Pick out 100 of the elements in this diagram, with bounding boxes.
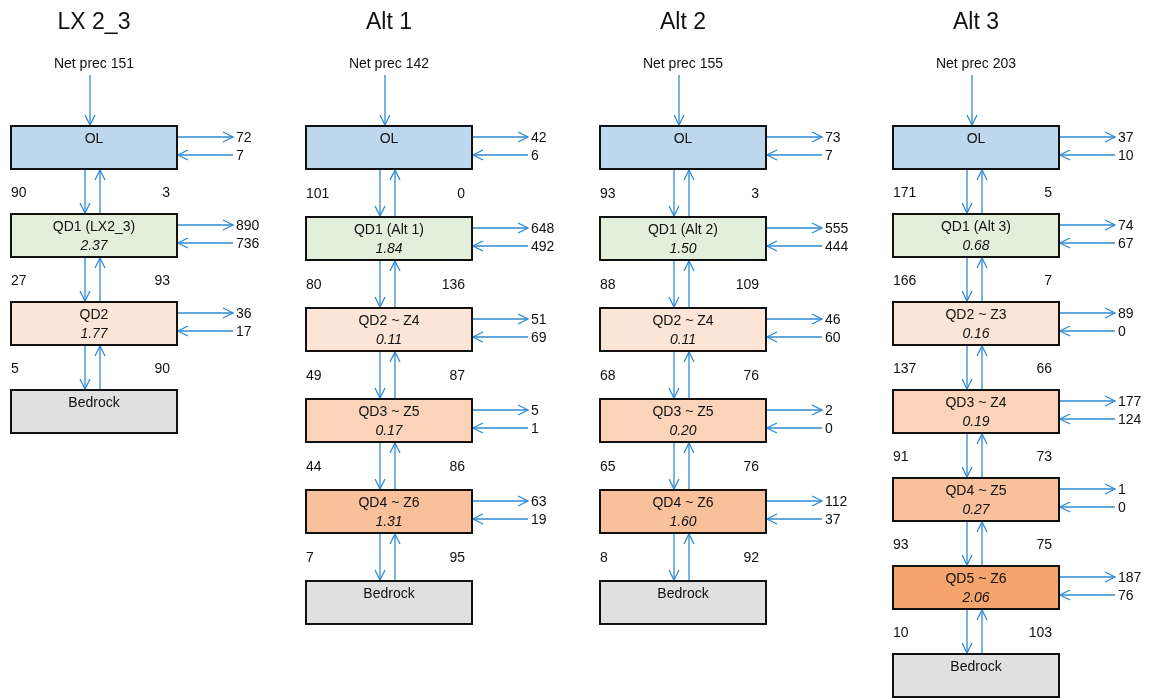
arrow (389, 169, 401, 217)
flux-value: 648 (531, 220, 555, 236)
arrow (472, 331, 529, 343)
flux-value: 112 (825, 493, 848, 509)
edge-label: 7 (306, 549, 314, 565)
arrow (472, 313, 529, 325)
arrow (668, 442, 680, 490)
layer-box: QD2 ~ Z3 0.16 (892, 301, 1060, 346)
edge-label: 49 (306, 367, 322, 383)
edge-label: 76 (743, 458, 759, 474)
column-title: Alt 2 (660, 8, 706, 35)
arrow (79, 257, 91, 302)
arrow (673, 74, 685, 126)
layer-box: QD2 ~ Z4 0.11 (305, 307, 473, 352)
layer-box: QD2 ~ Z4 0.11 (599, 307, 767, 352)
flux-value: 7 (236, 147, 244, 163)
arrow (177, 325, 234, 337)
edge-label: 86 (449, 458, 465, 474)
flux-value: 555 (825, 220, 849, 236)
flux-value: 67 (1118, 235, 1134, 251)
flux-value: 187 (1118, 569, 1142, 585)
arrow (1059, 571, 1116, 583)
layer-box: QD1 (Alt 3) 0.68 (892, 213, 1060, 258)
edge-label: 65 (600, 458, 616, 474)
arrow (766, 222, 823, 234)
arrow (961, 169, 973, 214)
arrow (79, 169, 91, 214)
arrow (177, 131, 234, 143)
flux-value: 37 (825, 511, 841, 527)
flux-value: 6 (531, 147, 539, 163)
arrow (766, 331, 823, 343)
arrow (683, 351, 695, 399)
arrow (683, 442, 695, 490)
arrow (976, 169, 988, 214)
arrow (374, 351, 386, 399)
edge-label: 44 (306, 458, 322, 474)
flux-value: 36 (236, 305, 252, 321)
flux-value: 890 (236, 217, 260, 233)
arrow (374, 533, 386, 581)
arrow (961, 257, 973, 302)
layer-box: QD4 ~ Z5 0.27 (892, 477, 1060, 522)
arrow (683, 260, 695, 308)
arrow (472, 513, 529, 525)
arrow (668, 533, 680, 581)
flux-value: 10 (1118, 147, 1134, 163)
layer-box: OL (10, 125, 178, 170)
flux-value: 63 (531, 493, 547, 509)
layer-box: QD4 ~ Z6 1.31 (305, 489, 473, 534)
arrow (1059, 501, 1116, 513)
arrow (374, 260, 386, 308)
layer-box: QD1 (LX2_3) 2.37 (10, 213, 178, 258)
flux-value: 17 (236, 323, 252, 339)
edge-label: 136 (441, 276, 465, 292)
layer-box: QD4 ~ Z6 1.60 (599, 489, 767, 534)
edge-label: 101 (306, 185, 330, 201)
layer-box: QD3 ~ Z5 0.20 (599, 398, 767, 443)
flux-value: 51 (531, 311, 547, 327)
arrow (472, 222, 529, 234)
input-label: Net prec 203 (935, 55, 1017, 71)
edge-label: 88 (600, 276, 616, 292)
arrow (379, 74, 391, 126)
edge-label: 68 (600, 367, 616, 383)
arrow (766, 513, 823, 525)
flux-value: 60 (825, 329, 841, 345)
edge-label: 95 (449, 549, 465, 565)
arrow (668, 169, 680, 217)
arrow (1059, 589, 1116, 601)
arrow (374, 169, 386, 217)
arrow (1059, 483, 1116, 495)
flux-value: 72 (236, 129, 252, 145)
flux-value: 37 (1118, 129, 1134, 145)
arrow (1059, 131, 1116, 143)
arrow (472, 240, 529, 252)
edge-label: 93 (600, 185, 616, 201)
arrow (177, 307, 234, 319)
flux-value: 7 (825, 147, 833, 163)
input-label: Net prec 151 (53, 55, 135, 71)
arrow (976, 433, 988, 478)
layer-box: OL (599, 125, 767, 170)
arrow (683, 169, 695, 217)
arrow (668, 260, 680, 308)
arrow (976, 257, 988, 302)
arrow (976, 521, 988, 566)
input-label: Net prec 155 (642, 55, 724, 71)
flux-value: 177 (1118, 393, 1142, 409)
flux-value: 124 (1118, 411, 1142, 427)
arrow (177, 219, 234, 231)
arrow (389, 533, 401, 581)
layer-box: Bedrock (305, 580, 473, 625)
layer-box: OL (305, 125, 473, 170)
arrow (766, 422, 823, 434)
arrow (389, 442, 401, 490)
arrow (1059, 395, 1116, 407)
layer-box: QD5 ~ Z6 2.06 (892, 565, 1060, 610)
layer-box: QD3 ~ Z4 0.19 (892, 389, 1060, 434)
flux-value: 5 (531, 402, 539, 418)
arrow (976, 345, 988, 390)
arrow (472, 404, 529, 416)
arrow (79, 345, 91, 390)
edge-label: 8 (600, 549, 608, 565)
